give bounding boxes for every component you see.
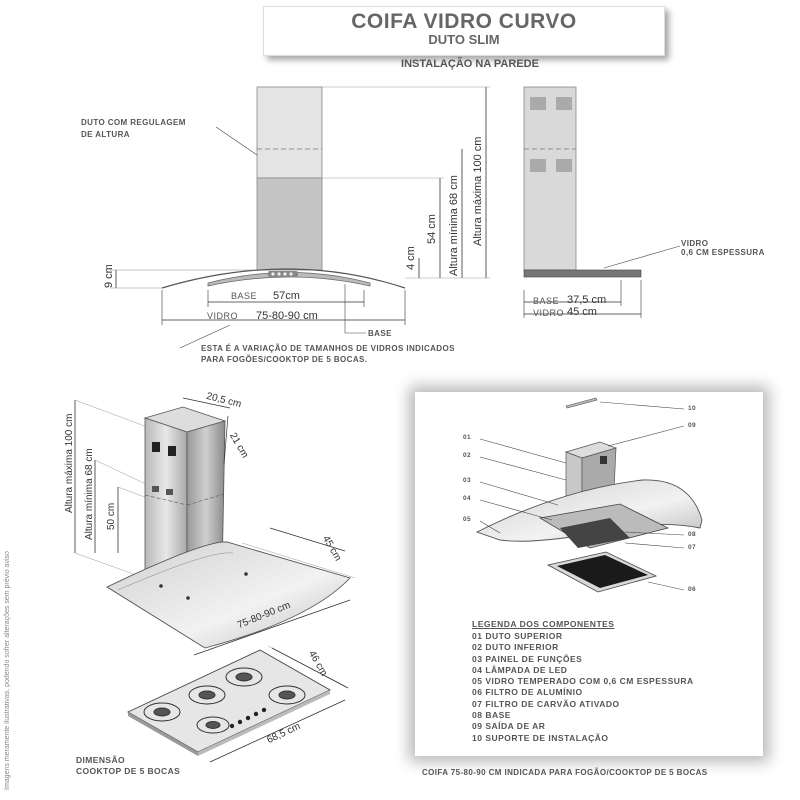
- legend-item: 03 PAINEL DE FUNÇÕES: [472, 653, 583, 664]
- callout-06: 06: [688, 586, 697, 593]
- legend-title: LEGENDA DOS COMPONENTES: [472, 619, 615, 629]
- side-base-depth: 37,5 cm: [567, 294, 607, 306]
- side-vidro-depth: 45 cm: [567, 306, 597, 318]
- vidro-label: VIDRO: [207, 311, 239, 321]
- callout-01: 01: [463, 434, 472, 441]
- isometric-view: [74, 397, 356, 763]
- burners: [143, 667, 306, 734]
- legend-item: 06 FILTRO DE ALUMÍNIO: [472, 687, 583, 698]
- callout-10: 10: [688, 405, 697, 412]
- base-callout: BASE: [368, 329, 392, 338]
- callout-08: 08: [688, 531, 697, 538]
- title-box: COIFA VIDRO CURVO DUTO SLIM: [263, 6, 665, 56]
- legend-item: 01 DUTO SUPERIOR: [472, 631, 563, 641]
- legend-item: 02 DUTO INFERIOR: [472, 642, 559, 653]
- callout-07: 07: [688, 544, 697, 551]
- legend-item: 05 VIDRO TEMPERADO COM 0,6 CM ESPESSURA: [472, 676, 694, 687]
- legend-item: 07 FILTRO DE CARVÃO ATIVADO: [472, 698, 620, 709]
- footer-caption: COIFA 75-80-90 CM INDICADA PARA FOGÃO/CO…: [422, 768, 708, 777]
- legend-item: 08 BASE: [472, 710, 511, 721]
- vidro-width: 75-80-90 cm: [256, 310, 318, 322]
- front-view: [110, 86, 490, 349]
- base-width: 57cm: [273, 290, 300, 302]
- cooktop-caption-line2: COOKTOP DE 5 BOCAS: [76, 766, 181, 776]
- vidro-thickness: 0,6 CM ESPESSURA: [681, 248, 765, 257]
- duct-label-line2: DE ALTURA: [81, 130, 130, 139]
- hood-base: [207, 272, 371, 287]
- legend-item: 10 SUPORTE DE INSTALAÇÃO: [472, 732, 609, 743]
- callout-03: 03: [463, 477, 472, 484]
- callout-02: 02: [463, 452, 472, 459]
- page-title: COIFA VIDRO CURVO: [351, 10, 577, 33]
- callout-09: 09: [688, 422, 697, 429]
- duct-label: DUTO COM REGULAGEM: [81, 118, 186, 127]
- side-vidro-label: VIDRO: [533, 308, 565, 318]
- legend-list: 01 DUTO SUPERIOR 02 DUTO INFERIOR 03 PAI…: [472, 631, 694, 744]
- vidro-callout: VIDRO: [681, 239, 709, 248]
- legend-item: 09 SAÍDA DE AR: [472, 721, 546, 732]
- base-label: BASE: [231, 291, 258, 301]
- lower-duct: [256, 177, 323, 271]
- disclaimer-note: Imagens meramente ilustrativas, podendo …: [4, 551, 11, 790]
- callout-04: 04: [463, 495, 472, 502]
- cooktop-caption: DIMENSÃO: [76, 755, 126, 765]
- side-base-label: BASE: [533, 296, 560, 306]
- callout-05: 05: [463, 516, 472, 523]
- glass-note-line1: ESTA É A VARIAÇÃO DE TAMANHOS DE VIDROS …: [201, 344, 455, 353]
- glass-curve: [161, 268, 406, 289]
- page-subtitle: DUTO SLIM: [428, 32, 500, 47]
- install-heading: INSTALAÇÃO NA PAREDE: [401, 58, 539, 70]
- side-view: [523, 86, 681, 318]
- legend-item: 04 LÂMPADA DE LED: [472, 664, 568, 675]
- glass-note-line2: PARA FOGÕES/COOKTOP DE 5 BOCAS.: [201, 355, 368, 364]
